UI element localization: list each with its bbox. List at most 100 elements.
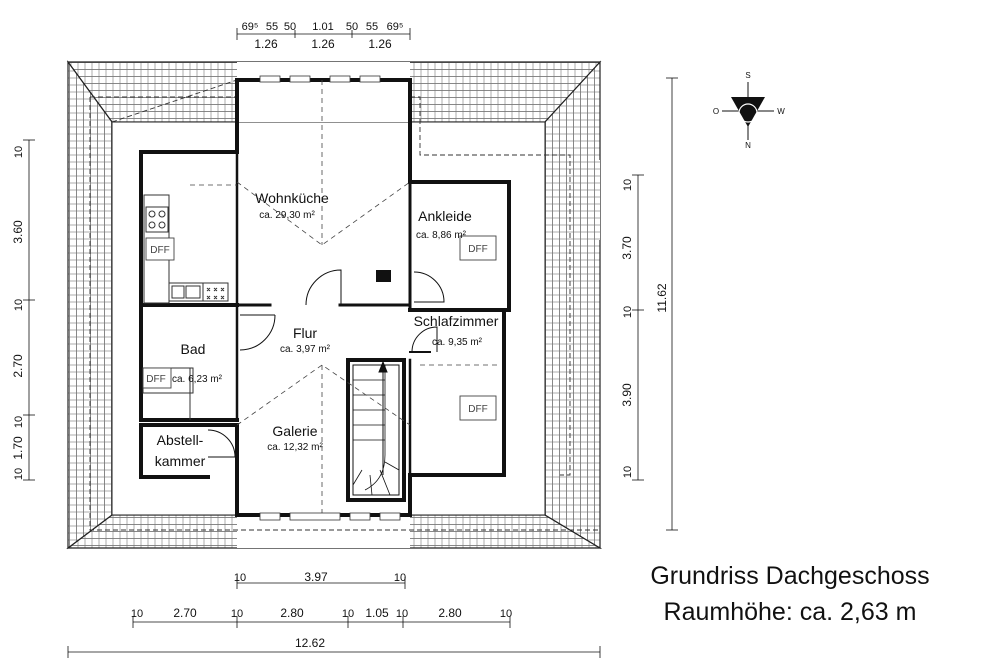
dim-right-labels: 10 3.70 10 3.90 10 11.62 bbox=[620, 179, 669, 478]
room-name-abstell-1: Abstell- bbox=[157, 432, 204, 448]
compass-w: W bbox=[777, 107, 785, 116]
door-ankleide bbox=[413, 271, 445, 303]
dim-right-2: 3.70 bbox=[620, 236, 634, 260]
dim-right-3: 10 bbox=[622, 306, 634, 318]
dim-bottom2-6: 1.05 bbox=[365, 606, 389, 620]
stairwell bbox=[346, 358, 406, 502]
dormer-top bbox=[237, 62, 410, 122]
room-area-ankleide: ca. 8,86 m² bbox=[416, 230, 467, 241]
wall-kitchen bbox=[139, 150, 239, 307]
dim-left-5: 10 bbox=[13, 416, 25, 428]
roof-right-patch bbox=[548, 160, 600, 240]
dim-top-2: 55 bbox=[266, 21, 278, 33]
stair-opening bbox=[346, 358, 406, 502]
dim-bottom2-7: 10 bbox=[396, 608, 408, 620]
dim-right bbox=[632, 77, 678, 531]
door-abstell bbox=[207, 429, 236, 458]
dim-bottom1-3: 10 bbox=[394, 572, 406, 584]
skylights bbox=[142, 235, 497, 421]
skylight-kitchen bbox=[145, 237, 175, 261]
dim-top2-1: 1.26 bbox=[254, 37, 278, 51]
doors bbox=[207, 269, 445, 458]
plan-subtitle: Raumhöhe: ca. 2,63 m bbox=[663, 598, 917, 626]
dim-left-1: 10 bbox=[13, 146, 25, 158]
dim-left-2: 3.60 bbox=[11, 220, 25, 244]
stair-arrow-head bbox=[378, 360, 388, 373]
dim-top-3: 50 bbox=[284, 21, 296, 33]
dim-bottom-total: 12.62 bbox=[295, 636, 325, 650]
dim-top-7: 69⁵ bbox=[387, 21, 404, 33]
door-schlafzimmer bbox=[411, 326, 438, 353]
dim-top2-2: 1.26 bbox=[311, 37, 335, 51]
compass-rose: S N O W bbox=[713, 71, 785, 150]
dim-right-total: 11.62 bbox=[655, 283, 669, 312]
room-area-flur: ca. 3,97 m² bbox=[280, 344, 331, 355]
dim-bottom2-9: 10 bbox=[500, 608, 512, 620]
ridge-lines bbox=[190, 80, 500, 515]
room-area-wohnkueche: ca. 29,30 m² bbox=[259, 210, 315, 221]
chimney bbox=[376, 270, 391, 282]
dff-labels: DFF DFF DFF DFF bbox=[146, 244, 487, 415]
door-flur-kitchen bbox=[305, 269, 342, 306]
dim-right-5: 10 bbox=[622, 466, 634, 478]
dim-bottom-labels: 10 3.97 10 10 2.70 10 2.80 10 1.05 10 2.… bbox=[131, 570, 512, 650]
dim-right-4: 3.90 bbox=[620, 383, 634, 407]
compass-o: O bbox=[713, 107, 719, 116]
room-name-wohnkueche: Wohnküche bbox=[255, 190, 329, 206]
dim-top-4: 1.01 bbox=[312, 21, 333, 33]
dim-top-5: 50 bbox=[346, 21, 358, 33]
dim-bottom2-3: 10 bbox=[231, 608, 243, 620]
room-area-bad: ca. 6,23 m² bbox=[172, 374, 223, 385]
dim-bottom2-4: 2.80 bbox=[280, 606, 304, 620]
dim-left-3: 10 bbox=[13, 299, 25, 311]
dff-ankleide: DFF bbox=[468, 244, 487, 255]
wall-abstellkammer bbox=[139, 423, 210, 479]
room-name-abstell-2: kammer bbox=[155, 453, 206, 469]
room-name-schlafzimmer: Schlafzimmer bbox=[414, 313, 499, 329]
skylight-schlaf bbox=[459, 395, 497, 421]
dim-left-7: 10 bbox=[13, 468, 25, 480]
dim-left-6: 1.70 bbox=[11, 436, 25, 460]
dim-bottom1-1: 10 bbox=[234, 572, 246, 584]
dim-top-6: 55 bbox=[366, 21, 378, 33]
compass-n: N bbox=[745, 141, 751, 150]
room-name-flur: Flur bbox=[293, 325, 317, 341]
dim-bottom2-2: 2.70 bbox=[173, 606, 197, 620]
room-name-ankleide: Ankleide bbox=[418, 208, 472, 224]
dim-top2-3: 1.26 bbox=[368, 37, 392, 51]
compass-s: S bbox=[745, 71, 750, 80]
dim-top-labels: 69⁵ 55 50 1.01 50 55 69⁵ 1.26 1.26 1.26 bbox=[242, 21, 404, 51]
wall-bad bbox=[139, 303, 239, 422]
dff-kitchen: DFF bbox=[150, 245, 169, 256]
room-area-schlafzimmer: ca. 9,35 m² bbox=[432, 337, 483, 348]
dim-bottom1-2: 3.97 bbox=[304, 570, 328, 584]
dff-bad: DFF bbox=[146, 374, 165, 385]
dim-left-labels: 10 3.60 10 2.70 10 1.70 10 bbox=[11, 146, 25, 480]
dormer-bottom bbox=[237, 515, 410, 548]
room-area-galerie: ca. 12,32 m² bbox=[267, 442, 323, 453]
dim-top-1: 69⁵ bbox=[242, 21, 259, 33]
skylight-bad bbox=[142, 367, 172, 389]
compass-triangle-icon bbox=[731, 97, 765, 127]
plan-title: Grundriss Dachgeschoss bbox=[650, 562, 930, 590]
eave-lines bbox=[89, 79, 600, 531]
dff-schlaf: DFF bbox=[468, 404, 487, 415]
stair-steps bbox=[352, 365, 400, 496]
dim-right-1: 10 bbox=[622, 179, 634, 191]
dim-bottom2-8: 2.80 bbox=[438, 606, 462, 620]
stove bbox=[145, 206, 169, 233]
wall-dormer-top bbox=[235, 78, 412, 184]
dormer-windows bbox=[259, 75, 401, 521]
wall-schlafzimmer bbox=[408, 308, 506, 477]
dim-bottom2-1: 10 bbox=[131, 608, 143, 620]
dim-bottom2-5: 10 bbox=[342, 608, 354, 620]
skylight-ankleide bbox=[459, 235, 497, 261]
roof-inner-deck bbox=[111, 121, 546, 516]
dim-left-4: 2.70 bbox=[11, 354, 25, 378]
room-labels: Wohnküche ca. 29,30 m² Ankleide ca. 8,86… bbox=[155, 190, 499, 469]
roof-right bbox=[544, 60, 601, 550]
dim-left bbox=[23, 139, 35, 481]
dim-top bbox=[236, 28, 411, 40]
dim-bottom bbox=[67, 577, 601, 658]
